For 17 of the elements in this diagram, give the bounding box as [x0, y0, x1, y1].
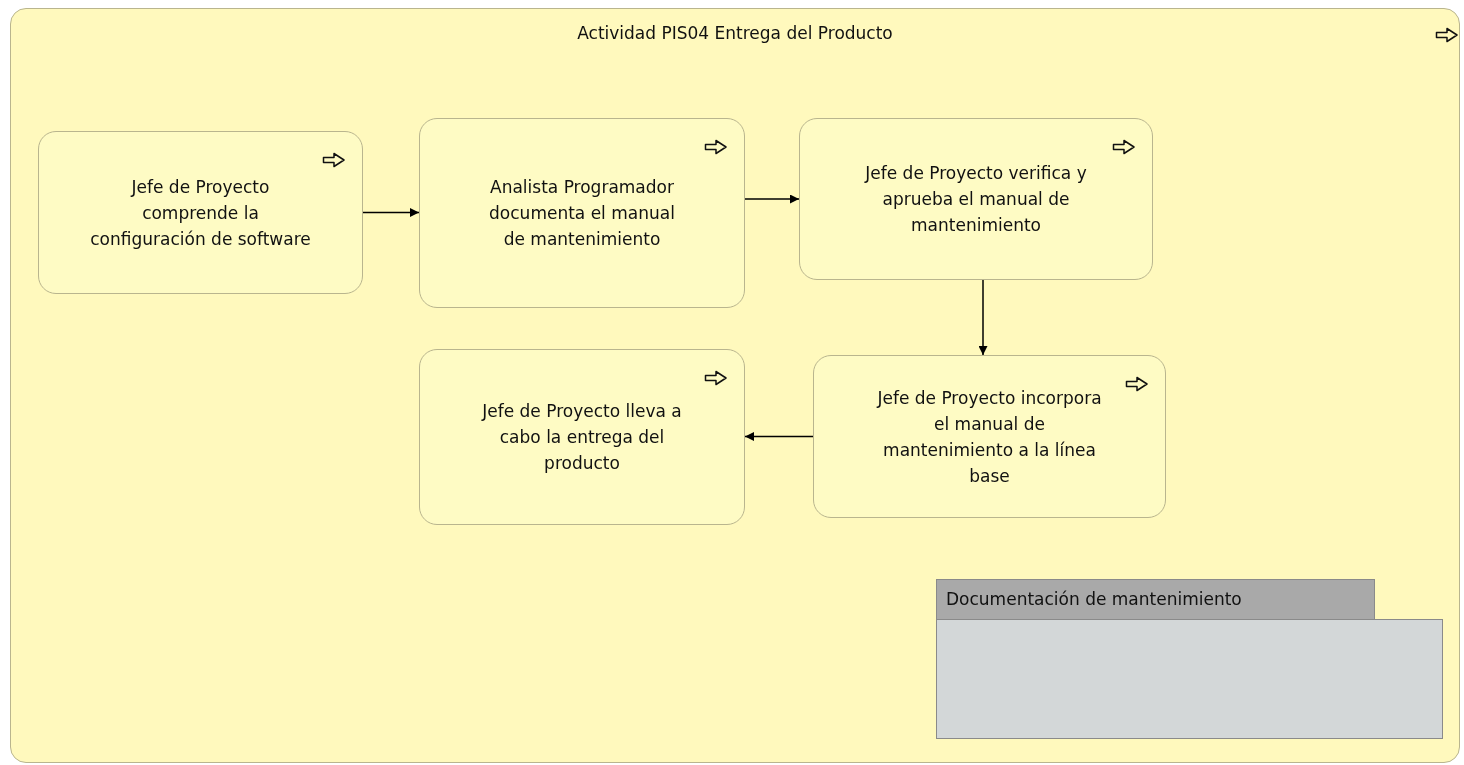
process-box — [799, 118, 1153, 280]
process-box — [419, 349, 745, 525]
activity-text: Jefe de Proyecto verifica y aprueba el manual de mantenimiento — [863, 162, 1088, 237]
activity-text: Jefe de Proyecto comprende la configuración de software — [89, 175, 312, 251]
folder-heading: Documentación de mantenimiento — [945, 588, 1242, 611]
activity-container — [10, 8, 1460, 763]
title-text: Actividad PIS04 Entrega del Producto — [577, 23, 893, 43]
arrow — [362, 208, 420, 217]
process-box — [38, 131, 363, 294]
arrow — [744, 194, 800, 204]
activity-text: Jefe de Proyecto lleva a cabo la entrega del producto — [482, 400, 682, 475]
activity-text: Analista Programador documenta el manual de mantenimiento — [488, 176, 676, 251]
activity-text: Jefe de Proyecto incorpora el manual de mantenimiento a la línea base — [875, 386, 1103, 488]
process-box — [419, 118, 745, 308]
arrow — [978, 279, 988, 356]
arrow — [744, 432, 814, 441]
process-box — [813, 355, 1166, 518]
